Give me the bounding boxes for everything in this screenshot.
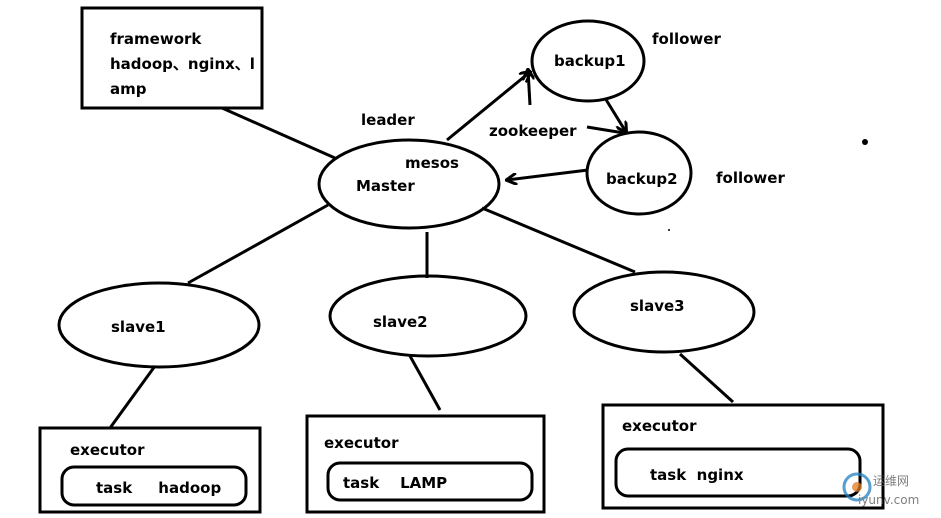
task-nginx-box [614,447,862,498]
slave1-to-executor1-line [108,365,157,429]
framework-to-master-line [221,106,336,160]
executor1-box [38,426,262,514]
framework-box [80,6,264,110]
executor2-label: executor [324,434,399,452]
backup2-follower-label: follower [716,169,785,187]
backup1-to-backup2-arrow [603,97,626,132]
leader-label: leader [361,111,415,129]
zookeeper-label: zookeeper [489,122,577,140]
master-node [317,138,501,230]
task-hadoop-label: task hadoop [96,479,221,497]
executor3-label: executor [622,417,697,435]
backup2-to-master-arrow [507,168,589,180]
stray-dot [862,139,868,145]
slave1-node [57,281,261,369]
backup1-up-arrow [528,70,530,106]
watermark-text-cn: 运维网 [873,474,909,488]
slave3-label: slave3 [630,297,685,315]
watermark-logo-core-icon [852,482,862,492]
watermark: 运维网 iyunv.com [842,472,919,507]
watermark-logo-icon [842,472,872,502]
executor3-box [601,403,885,510]
master-to-backup1-arrow [446,72,530,142]
framework-list-line1: hadoop、nginx、l [110,55,255,73]
stray-dot-small [668,229,670,231]
framework-label: framework [110,30,202,48]
mesos-label: mesos [405,154,459,172]
backup2-node [585,130,693,216]
task-lamp-label: task LAMP [343,474,447,492]
task-nginx-label: task nginx [650,466,744,484]
slave3-node [572,270,756,354]
framework-list-line2: amp [110,80,147,98]
slave1-label: slave1 [111,318,166,336]
slave2-node [328,274,528,358]
master-to-slave1-line [187,203,329,285]
master-label: Master [356,177,415,195]
watermark-text-en: iyunv.com [858,493,919,507]
task-hadoop-box [60,465,248,507]
master-to-slave3-line [481,206,636,274]
backup1-node [530,19,646,103]
backup2-label: backup2 [606,170,678,188]
connectors [108,70,735,429]
executor2-box [305,414,546,514]
backup1-follower-label: follower [652,30,721,48]
backup1-label: backup1 [554,52,626,70]
slave3-to-executor3-line [678,352,735,404]
task-lamp-box [326,461,534,502]
slave2-label: slave2 [373,313,428,331]
backup1-to-backup2-tick [586,125,625,135]
slave2-to-executor2-line [408,355,442,411]
executor1-label: executor [70,441,145,459]
